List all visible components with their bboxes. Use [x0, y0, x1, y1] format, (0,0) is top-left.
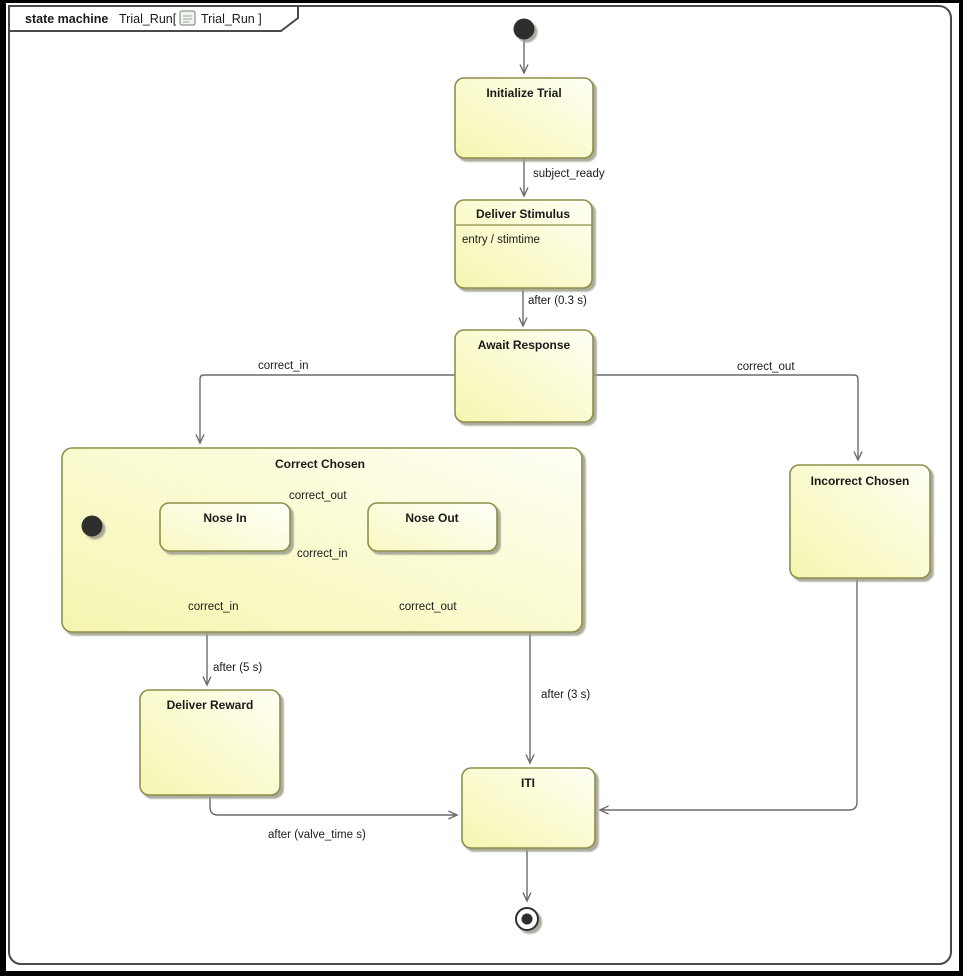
transition-labels-layer: subject_ready after (0.3 s) correct_in c… [188, 168, 795, 841]
diagram-name-tab[interactable]: state machine Trial_Run[ Trial_Run ] [8, 5, 299, 32]
diagram-icon [179, 10, 196, 26]
state-nose-in[interactable]: Nose In [159, 502, 291, 552]
label-subject-ready: subject_ready [533, 168, 605, 180]
transition-incorrect-to-iti[interactable] [598, 578, 858, 815]
state-incorrect-chosen-title: Incorrect Chosen [811, 474, 910, 488]
state-initialize-trial-title: Initialize Trial [486, 86, 561, 100]
transition-correct-out[interactable] [593, 374, 863, 462]
state-deliver-stimulus[interactable]: Deliver Stimulus entry / stimtime [454, 199, 593, 289]
states-layer: Correct Chosen Initialize Trial Deliver … [61, 18, 931, 931]
state-nose-out-title: Nose Out [405, 511, 458, 525]
diagram-name-label: Trial_Run[ [119, 12, 177, 26]
label-after-5s: after (5 s) [213, 662, 262, 674]
state-correct-chosen-title: Correct Chosen [275, 457, 365, 471]
state-correct-chosen[interactable]: Correct Chosen [61, 447, 583, 633]
diagram-kind-label: state machine [25, 12, 108, 26]
label-after-3s: after (3 s) [541, 689, 590, 701]
state-await-response-title: Await Response [478, 338, 571, 352]
state-deliver-stimulus-entry-activity: entry / stimtime [462, 234, 540, 246]
label-nose-out-self: correct_out [399, 601, 457, 613]
state-nose-out[interactable]: Nose Out [367, 502, 498, 552]
state-initialize-trial[interactable]: Initialize Trial [454, 77, 594, 159]
final-state-icon[interactable] [515, 907, 539, 931]
label-nose-in-self: correct_in [188, 601, 239, 613]
label-correct-in: correct_in [258, 360, 309, 372]
label-correct-out: correct_out [737, 361, 795, 373]
state-deliver-stimulus-title: Deliver Stimulus [476, 207, 570, 221]
state-iti[interactable]: ITI [461, 767, 596, 849]
state-await-response[interactable]: Await Response [454, 329, 594, 423]
initial-state-icon[interactable] [81, 515, 103, 537]
transition-after-valve-time[interactable] [209, 795, 459, 820]
label-nose-in-to-out: correct_out [289, 490, 347, 502]
state-iti-title: ITI [521, 776, 535, 790]
diagram-context-label: Trial_Run ] [201, 12, 262, 26]
transition-correct-in[interactable] [195, 374, 455, 445]
initial-state-icon[interactable] [513, 18, 535, 40]
label-after-stimulus: after (0.3 s) [528, 295, 587, 307]
state-incorrect-chosen[interactable]: Incorrect Chosen [789, 464, 931, 579]
label-after-valve-time: after (valve_time s) [268, 829, 366, 841]
state-deliver-reward-title: Deliver Reward [167, 698, 254, 712]
state-deliver-reward[interactable]: Deliver Reward [139, 689, 281, 796]
state-nose-in-title: Nose In [203, 511, 246, 525]
label-nose-out-to-in: correct_in [297, 548, 348, 560]
